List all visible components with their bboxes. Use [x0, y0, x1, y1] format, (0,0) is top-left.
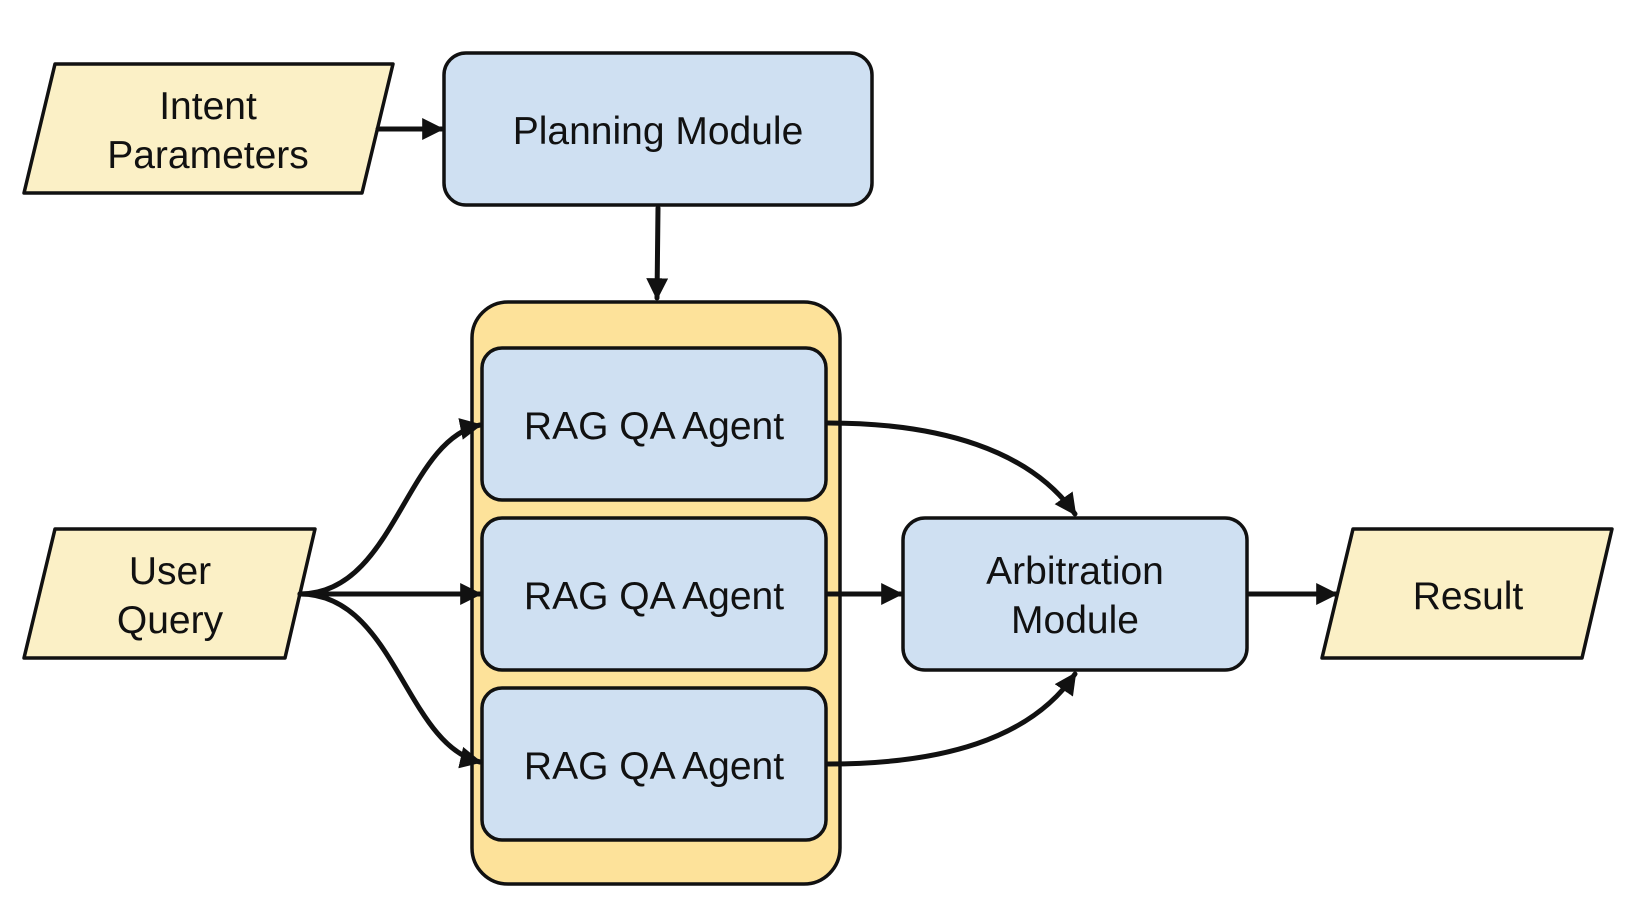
- agent-label: RAG QA Agent: [524, 575, 784, 618]
- arrow-query-to-agent-3: [297, 591, 483, 769]
- user-query-line1: User: [129, 550, 211, 593]
- rag-qa-agent-3: RAG QA Agent: [480, 686, 828, 842]
- agent-label: RAG QA Agent: [524, 405, 784, 448]
- rag-qa-agent-1: RAG QA Agent: [480, 346, 828, 502]
- result-label: Result: [1413, 575, 1524, 618]
- agent-label: RAG QA Agent: [524, 745, 784, 788]
- intent-parameters-line1: Intent: [159, 85, 257, 128]
- planning-module-label: Planning Module: [513, 110, 804, 153]
- intent-parameters-line2: Parameters: [107, 134, 309, 177]
- arrow-planning-to-agents: [646, 205, 669, 301]
- result-output: Result: [1320, 527, 1614, 660]
- user-query-input: User Query: [22, 527, 317, 660]
- arrow-agent-3-to-arbitration: [825, 671, 1078, 767]
- arbitration-module-line2: Module: [1011, 599, 1139, 642]
- intent-parameters-input: Intent Parameters: [22, 62, 395, 195]
- user-query-line2: Query: [117, 599, 224, 642]
- arbitration-module-line1: Arbitration: [986, 550, 1164, 593]
- planning-module: Planning Module: [442, 51, 874, 207]
- arbitration-module: Arbitration Module: [901, 516, 1249, 672]
- arrow-agent-1-to-arbitration: [825, 420, 1078, 517]
- rag-qa-agent-2: RAG QA Agent: [480, 516, 828, 672]
- arrow-query-to-agent-1: [297, 418, 483, 597]
